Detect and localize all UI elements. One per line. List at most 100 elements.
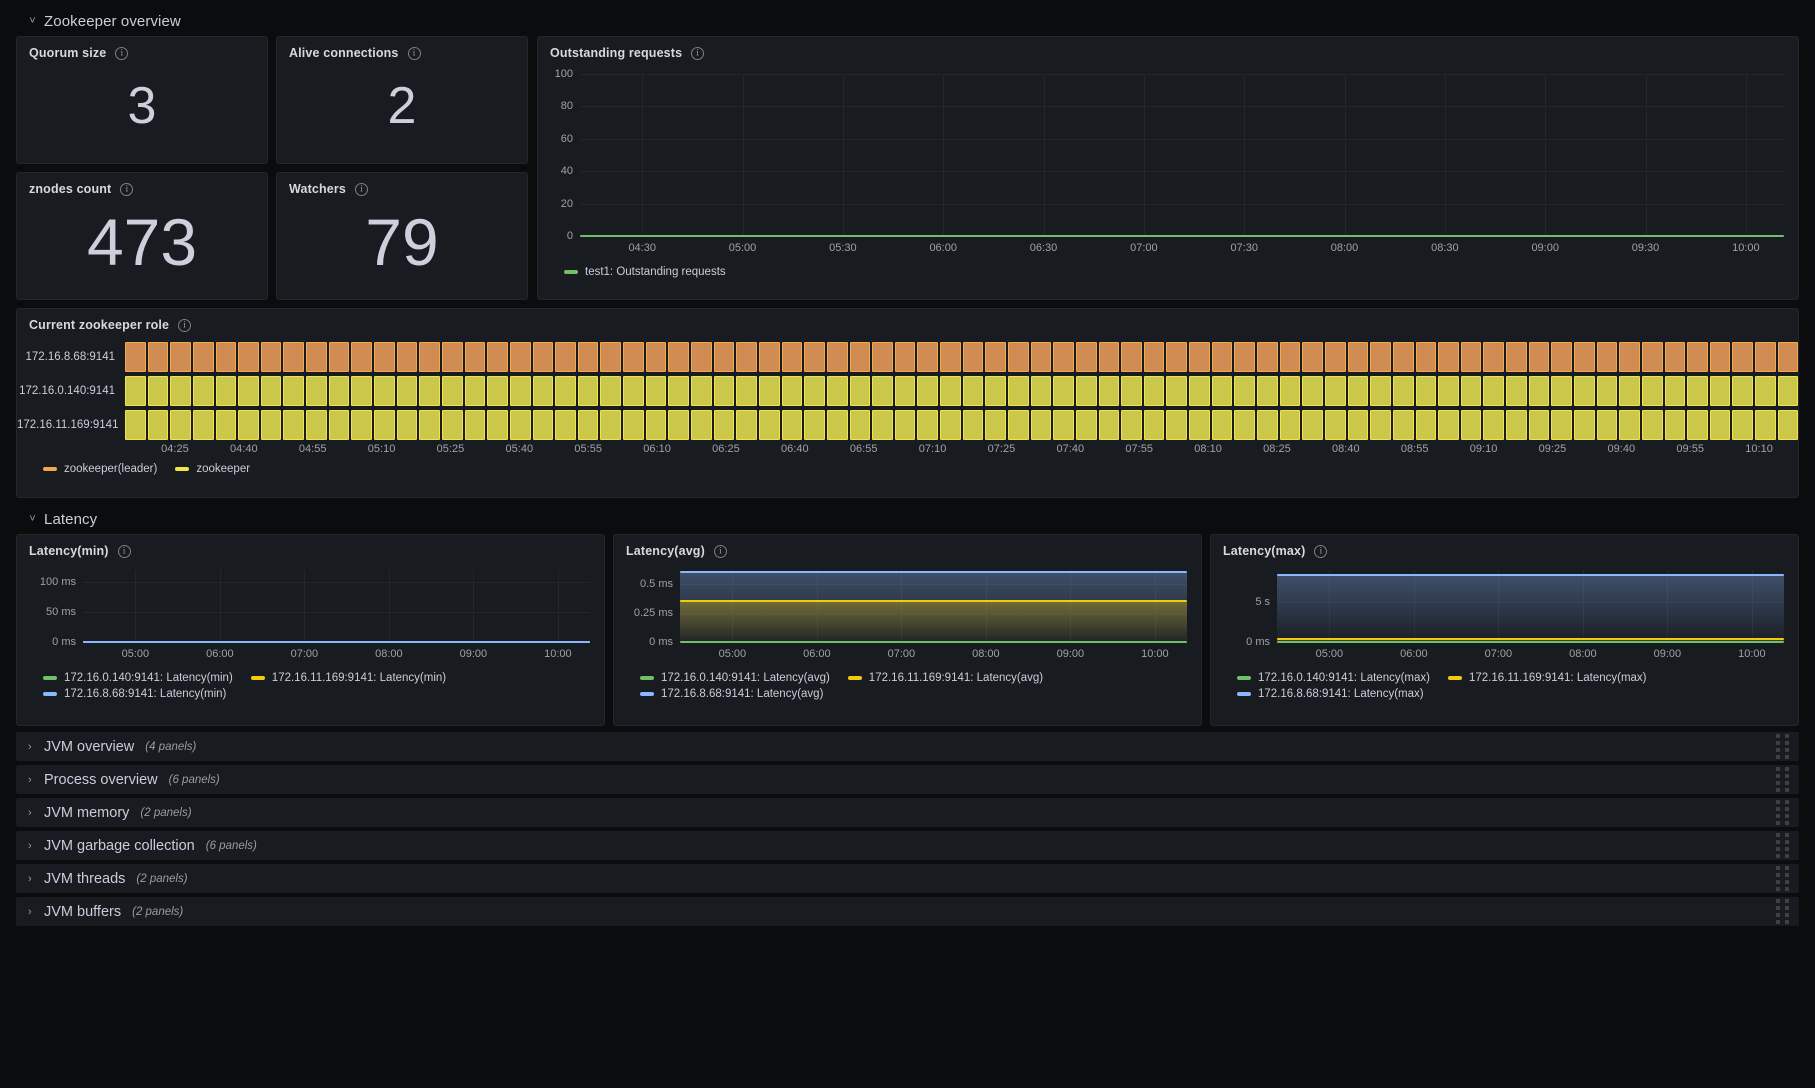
timeline-segment[interactable]: [940, 376, 961, 406]
legend-item[interactable]: 172.16.8.68:9141: Latency(avg): [640, 688, 823, 700]
timeline-segment[interactable]: [804, 376, 825, 406]
info-icon[interactable]: i: [117, 544, 131, 558]
timeline-segment[interactable]: [283, 342, 305, 372]
timeline-segment[interactable]: [577, 376, 599, 406]
timeline-segment[interactable]: [577, 410, 599, 440]
timeline-segment[interactable]: [985, 410, 1006, 440]
timeline-segment[interactable]: [328, 376, 350, 406]
timeline-segment[interactable]: [306, 376, 327, 406]
timeline-segment[interactable]: [713, 410, 735, 440]
timeline-segment[interactable]: [1370, 342, 1391, 372]
timeline-segment[interactable]: [1777, 376, 1799, 406]
timeline-segment[interactable]: [849, 410, 871, 440]
timeline-segment[interactable]: [1755, 342, 1776, 372]
timeline-segment[interactable]: [396, 410, 418, 440]
timeline-segment[interactable]: [1415, 342, 1437, 372]
timeline-segment[interactable]: [306, 410, 327, 440]
timeline-segment[interactable]: [419, 342, 440, 372]
timeline-segment[interactable]: [1438, 342, 1459, 372]
timeline-segment[interactable]: [623, 376, 644, 406]
timeline-segment[interactable]: [464, 342, 486, 372]
timeline-segment[interactable]: [1121, 410, 1142, 440]
collapsed-row-process-overview[interactable]: ›Process overview(6 panels): [16, 765, 1799, 794]
timeline-track[interactable]: [125, 410, 1799, 440]
timeline-segment[interactable]: [1121, 342, 1142, 372]
timeline-segment[interactable]: [555, 410, 576, 440]
timeline-segment[interactable]: [894, 410, 916, 440]
timeline-segment[interactable]: [872, 410, 893, 440]
timeline-segment[interactable]: [668, 342, 690, 372]
timeline-segment[interactable]: [1506, 342, 1527, 372]
timeline-segment[interactable]: [419, 376, 440, 406]
timeline-segment[interactable]: [1279, 342, 1301, 372]
timeline-segment[interactable]: [1075, 410, 1097, 440]
timeline-segment[interactable]: [940, 410, 961, 440]
info-icon[interactable]: i: [691, 46, 705, 60]
legend-item[interactable]: 172.16.0.140:9141: Latency(min): [43, 672, 233, 684]
collapsed-row-jvm-overview[interactable]: ›JVM overview(4 panels): [16, 732, 1799, 761]
timeline-segment[interactable]: [758, 342, 780, 372]
drag-handle-icon[interactable]: [1776, 899, 1789, 924]
timeline-segment[interactable]: [1370, 376, 1391, 406]
timeline-segment[interactable]: [125, 410, 146, 440]
timeline-segment[interactable]: [1279, 410, 1301, 440]
timeline-segment[interactable]: [509, 342, 531, 372]
timeline-segment[interactable]: [1641, 410, 1663, 440]
timeline-segment[interactable]: [781, 410, 803, 440]
timeline-segment[interactable]: [623, 342, 644, 372]
timeline-segment[interactable]: [1392, 376, 1414, 406]
timeline-segment[interactable]: [1098, 342, 1120, 372]
timeline-segment[interactable]: [691, 410, 712, 440]
timeline-segment[interactable]: [1574, 342, 1595, 372]
timeline-segment[interactable]: [1302, 342, 1323, 372]
timeline-segment[interactable]: [600, 410, 622, 440]
timeline-segment[interactable]: [1687, 410, 1708, 440]
panel-current-zookeeper-role[interactable]: Current zookeeper role i 172.16.8.68:914…: [16, 308, 1799, 498]
timeline-segment[interactable]: [487, 410, 508, 440]
timeline-segment[interactable]: [1189, 342, 1210, 372]
timeline-segment[interactable]: [1415, 376, 1437, 406]
timeline-segment[interactable]: [1551, 410, 1572, 440]
info-icon[interactable]: i: [1314, 544, 1328, 558]
timeline-segment[interactable]: [238, 376, 259, 406]
timeline-segment[interactable]: [215, 342, 237, 372]
timeline-segment[interactable]: [1370, 410, 1391, 440]
timeline-segment[interactable]: [125, 376, 146, 406]
timeline-segment[interactable]: [532, 376, 554, 406]
timeline-segment[interactable]: [1460, 342, 1482, 372]
collapsed-row-jvm-memory[interactable]: ›JVM memory(2 panels): [16, 798, 1799, 827]
timeline-segment[interactable]: [1257, 410, 1278, 440]
timeline-segment[interactable]: [940, 342, 961, 372]
legend-item[interactable]: zookeeper(leader): [43, 463, 157, 475]
timeline-segment[interactable]: [1528, 342, 1550, 372]
timeline-segment[interactable]: [260, 342, 282, 372]
timeline-segment[interactable]: [962, 410, 984, 440]
timeline-segment[interactable]: [804, 410, 825, 440]
timeline-segment[interactable]: [215, 376, 237, 406]
timeline-segment[interactable]: [1030, 410, 1052, 440]
timeline-track[interactable]: [125, 342, 1799, 372]
timeline-segment[interactable]: [1732, 410, 1754, 440]
timeline-segment[interactable]: [1528, 410, 1550, 440]
timeline-track[interactable]: [125, 376, 1799, 406]
drag-handle-icon[interactable]: [1776, 833, 1789, 858]
timeline-segment[interactable]: [1664, 342, 1686, 372]
timeline-segment[interactable]: [1257, 376, 1278, 406]
timeline-segment[interactable]: [1709, 342, 1731, 372]
timeline-segment[interactable]: [170, 342, 191, 372]
timeline-segment[interactable]: [600, 342, 622, 372]
timeline-segment[interactable]: [1641, 376, 1663, 406]
legend-item[interactable]: 172.16.11.169:9141: Latency(avg): [847, 672, 1043, 684]
timeline-segment[interactable]: [758, 376, 780, 406]
timeline-segment[interactable]: [1392, 410, 1414, 440]
timeline-segment[interactable]: [170, 410, 191, 440]
legend-item[interactable]: 172.16.8.68:9141: Latency(min): [43, 688, 226, 700]
timeline-segment[interactable]: [192, 410, 214, 440]
timeline-segment[interactable]: [1234, 410, 1256, 440]
